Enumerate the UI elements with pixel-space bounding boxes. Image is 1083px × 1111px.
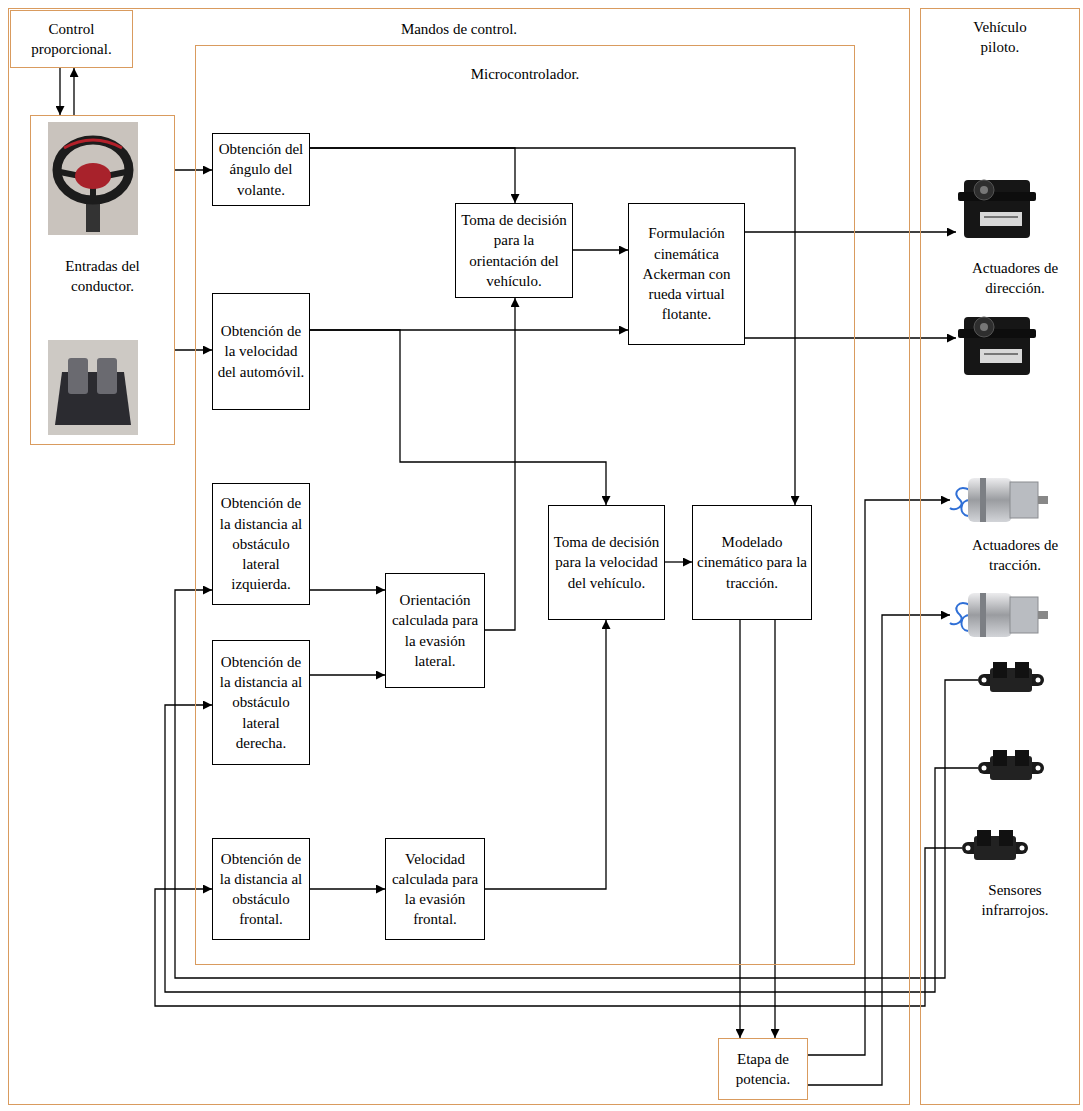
arrow-connector — [485, 620, 606, 889]
photo-ground — [48, 340, 138, 435]
process-box: Obtención de la velocidad del automóvil. — [212, 293, 310, 410]
driver-input-group: Entradas del conductor. — [30, 115, 175, 445]
decision-box: Toma de decisión para la velocidad del v… — [548, 505, 665, 620]
control-frame: Mandos de control. Control proporcional. E… — [8, 8, 910, 1105]
arrow-connector — [73, 68, 74, 115]
arrow-connector — [59, 68, 60, 115]
wire — [745, 231, 956, 232]
arrow-connector — [665, 561, 692, 562]
servo-figure — [958, 180, 1036, 238]
device-label: Actuadores de dirección. — [955, 258, 1075, 299]
group-title: Entradas del conductor. — [48, 256, 158, 297]
arrow-connector — [774, 620, 775, 1038]
device-label: Actuadores de tracción. — [955, 535, 1075, 576]
arrow-connector — [310, 888, 385, 889]
wire — [808, 500, 950, 1055]
decision-box: Toma de decisión para la orientación del… — [455, 203, 573, 298]
arrow-connector — [175, 349, 212, 350]
arrow-connector — [573, 249, 628, 250]
box-text: Modelado cinemático para la tracción. — [697, 532, 807, 593]
arrow-connector — [310, 330, 606, 505]
box-text: Formulación cinemática Ackerman con rued… — [633, 223, 740, 324]
process-box: Orientación calculada para la evasión la… — [385, 573, 485, 688]
box-text: Obtención del ángulo del volante. — [217, 139, 305, 200]
pedals-photo — [48, 340, 138, 435]
vehicle-frame: Vehículo piloto. — [920, 8, 1080, 1105]
steering-rim — [57, 140, 129, 200]
servo-figure — [958, 317, 1036, 375]
group-title: Vehículo piloto. — [955, 17, 1045, 58]
power-stage-box: Etapa de potencia. — [718, 1038, 808, 1100]
steering-hub — [75, 163, 111, 189]
box-text: Velocidad calculada para la evasión fron… — [390, 849, 480, 930]
control-mode-box: Control proporcional. — [10, 10, 133, 68]
process-box: Velocidad calculada para la evasión fron… — [385, 838, 485, 940]
process-box: Obtención del ángulo del volante. — [212, 133, 310, 206]
arrow-connector — [739, 620, 740, 1038]
arrow-connector — [310, 148, 795, 505]
process-box: Obtención de la distancia al obstáculo l… — [212, 483, 310, 605]
box-text: Obtención de la velocidad del automóvil. — [217, 321, 305, 382]
wire — [155, 848, 962, 1006]
arrow-connector — [485, 298, 515, 630]
box-text: Orientación calculada para la evasión la… — [390, 590, 480, 671]
wire — [808, 615, 950, 1085]
box-text: Obtención de la distancia al obstáculo l… — [217, 652, 305, 753]
group-title: Mandos de control. — [349, 19, 569, 39]
group-title: Microcontrolador. — [415, 64, 635, 84]
process-box: Obtención de la distancia al obstáculo f… — [212, 838, 310, 940]
ir-sensor-figure — [978, 750, 1044, 780]
arrow-connector — [310, 589, 385, 590]
ir-sensor-figure — [962, 830, 1028, 860]
motor-figure — [950, 593, 1048, 637]
device-label: Sensores infrarrojos. — [955, 880, 1075, 921]
steering-wheel-photo — [48, 122, 138, 235]
process-box: Obtención de la distancia al obstáculo l… — [212, 640, 310, 765]
photo-ground — [48, 122, 138, 235]
box-text: Etapa de potencia. — [723, 1049, 803, 1090]
box-text: Control proporcional. — [15, 19, 128, 60]
process-box: Modelado cinemático para la tracción. — [692, 505, 812, 620]
arrow-connector — [175, 169, 212, 170]
box-text: Obtención de la distancia al obstáculo f… — [217, 849, 305, 930]
wire — [175, 590, 978, 978]
box-text: Toma de decisión para la velocidad del v… — [553, 532, 660, 593]
box-text: Obtención de la distancia al obstáculo l… — [217, 493, 305, 594]
pedal — [68, 358, 88, 394]
process-box: Formulación cinemática Ackerman con rued… — [628, 203, 745, 345]
wire — [745, 337, 956, 338]
microcontroller-frame: Microcontrolador. Obtención del ángulo de… — [195, 45, 855, 965]
pedal-base — [55, 372, 131, 425]
box-text: Toma de decisión para la orientación del… — [460, 210, 568, 291]
arrow-connector — [310, 148, 515, 203]
motor-figure — [950, 478, 1048, 522]
pedal — [97, 358, 117, 394]
arrow-connector — [310, 674, 385, 675]
steering-accent — [64, 140, 122, 148]
ir-sensor-figure — [978, 662, 1044, 692]
